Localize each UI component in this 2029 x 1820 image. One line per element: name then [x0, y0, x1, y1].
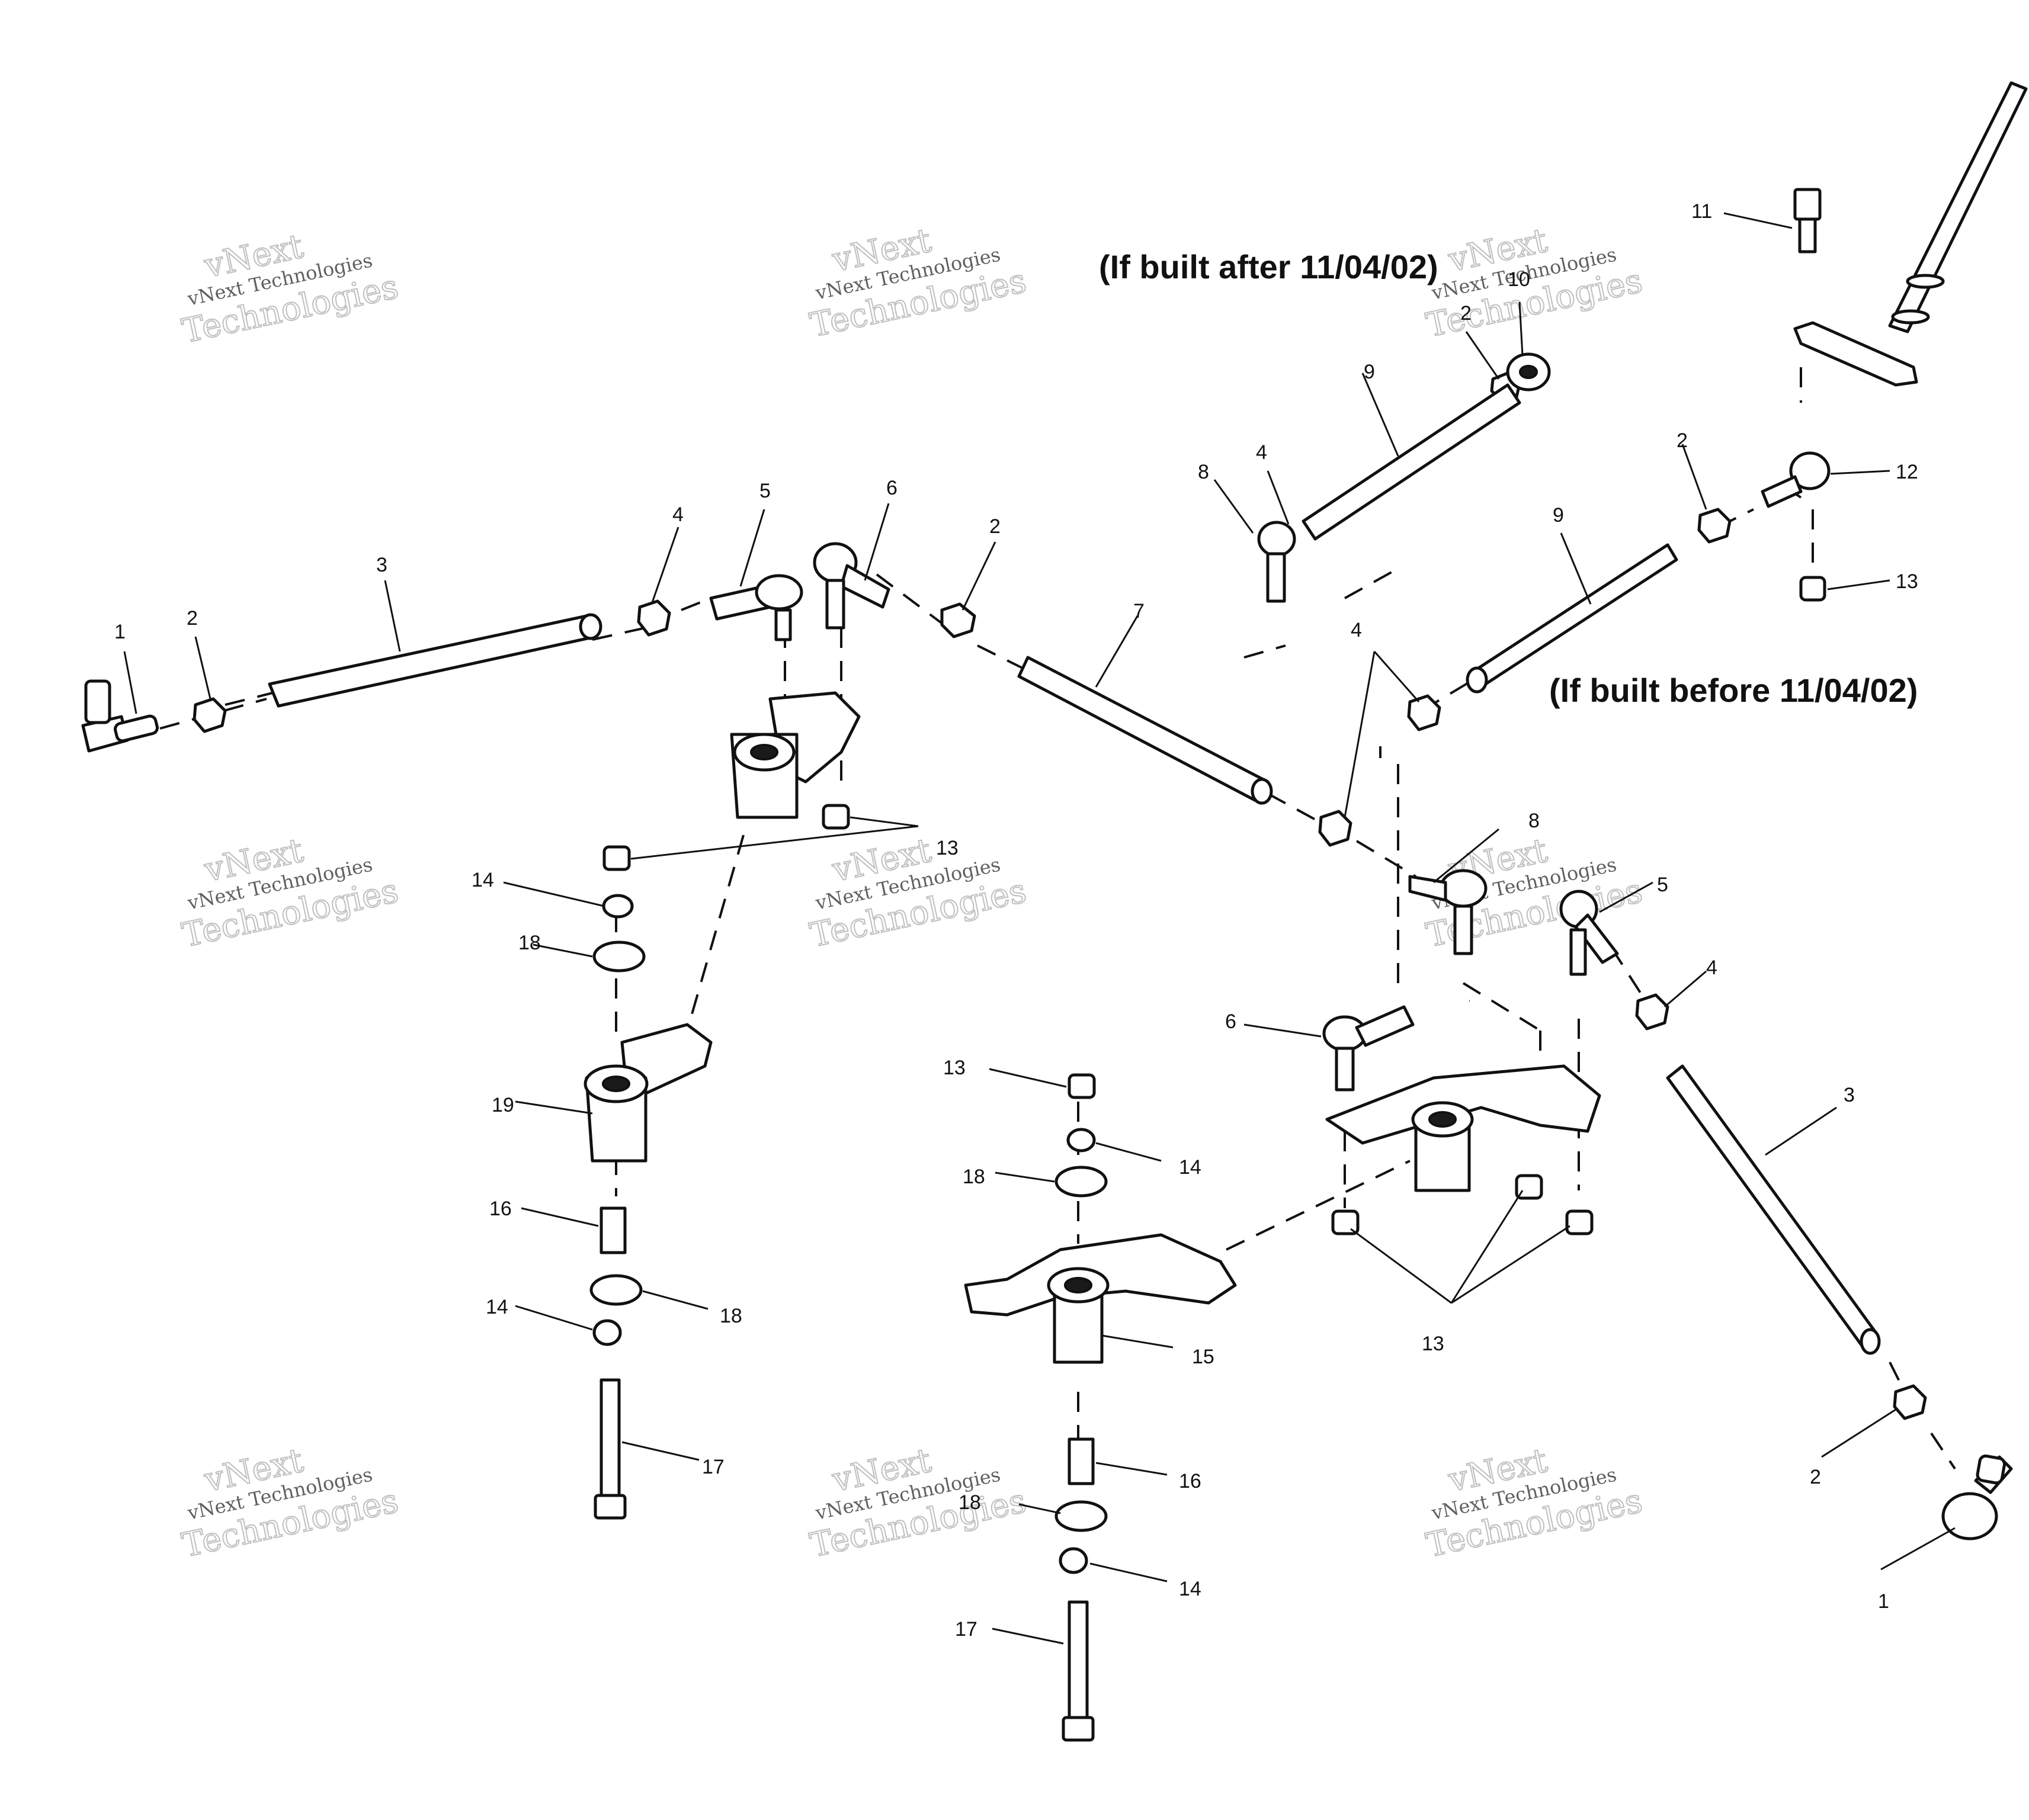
callout-13: 13 [936, 837, 959, 859]
callout-numbers: 1 1 2 2 2 2 2 3 3 4 4 4 4 5 5 6 6 7 8 8 … [114, 200, 1918, 1641]
callout-1-left: 1 [114, 621, 126, 643]
callout-4: 4 [1256, 441, 1267, 464]
callout-14: 14 [472, 869, 494, 891]
callout-4: 4 [1706, 956, 1717, 979]
part-3-tie-rods [268, 613, 1881, 1355]
callout-11: 11 [1691, 200, 1712, 223]
callout-3: 3 [376, 554, 387, 576]
watermark-tr: vNext vNext Technologies Technologies [1422, 221, 1646, 346]
callout-18: 18 [720, 1305, 742, 1327]
callout-2: 2 [1810, 1466, 1821, 1488]
note-built-after: (If built after 11/04/02) [1099, 248, 1438, 285]
callout-14: 14 [486, 1296, 508, 1318]
callout-15: 15 [1192, 1346, 1214, 1368]
callout-2: 2 [1677, 429, 1688, 452]
callout-12: 12 [1896, 461, 1918, 483]
callout-8: 8 [1528, 810, 1540, 832]
watermark-mc: vNext vNext Technologies Technologies [806, 831, 1030, 956]
callout-6: 6 [886, 477, 897, 499]
callout-2: 2 [187, 607, 198, 630]
part-4-nuts [637, 599, 1669, 1031]
callout-14: 14 [1179, 1578, 1201, 1600]
callout-1-right: 1 [1878, 1590, 1889, 1613]
part-1-left-tie-rod-end [81, 679, 159, 753]
part-1-right-tie-rod-end [1941, 1454, 2013, 1540]
part-15-idler-arm [964, 1233, 1237, 1364]
callout-13: 13 [943, 1057, 966, 1079]
callout-13: 13 [1422, 1333, 1444, 1355]
callout-2: 2 [1460, 302, 1472, 325]
part-19-pitman-arm [584, 1023, 713, 1163]
part-12-rod-end [1761, 451, 1831, 508]
callout-16: 16 [489, 1198, 512, 1220]
callout-9: 9 [1364, 361, 1375, 383]
callout-13: 13 [1896, 570, 1918, 593]
callout-8: 8 [1198, 461, 1209, 483]
callout-17: 17 [702, 1456, 725, 1478]
watermark-bl: vNext vNext Technologies Technologies [178, 1441, 402, 1566]
watermark-ml: vNext vNext Technologies Technologies [178, 831, 402, 956]
leader-lines [123, 212, 1956, 1645]
callout-3: 3 [1844, 1084, 1855, 1106]
callout-2: 2 [989, 515, 1001, 538]
callout-5: 5 [759, 480, 771, 502]
part-17-bolts [594, 1378, 1095, 1742]
callout-14: 14 [1179, 1156, 1201, 1179]
callout-9: 9 [1553, 504, 1564, 527]
watermark-bc: vNext vNext Technologies Technologies [806, 1441, 1030, 1566]
part-5-tie-rod-ends [709, 574, 1619, 976]
right-idler-arm [1325, 1064, 1601, 1192]
callout-10: 10 [1508, 268, 1530, 291]
callout-5: 5 [1657, 874, 1668, 896]
steering-post [1793, 81, 2028, 387]
part-7-center-tie-rod [1017, 656, 1273, 805]
upper-idler-arm-left [730, 691, 861, 819]
part-13-lock-nuts [602, 576, 1826, 1235]
callout-18: 18 [963, 1166, 985, 1188]
callout-7: 7 [1133, 600, 1145, 622]
callout-16: 16 [1179, 1470, 1201, 1492]
part-16-sleeves [600, 1206, 1095, 1485]
part-11-bolt [1793, 188, 1822, 253]
part-18-washers [589, 941, 1108, 1532]
callout-18: 18 [518, 932, 541, 954]
part-8-tie-rod-ends [1257, 521, 1488, 955]
callout-6: 6 [1225, 1010, 1236, 1033]
part-14-bushings [592, 894, 1096, 1574]
callout-19: 19 [492, 1094, 514, 1116]
watermark-tc: vNext vNext Technologies Technologies [806, 221, 1030, 346]
part-10-rod-end [1506, 352, 1551, 391]
watermark-tl: vNext vNext Technologies Technologies [178, 227, 402, 352]
callout-4: 4 [672, 503, 684, 526]
watermark-br: vNext vNext Technologies Technologies [1422, 1441, 1646, 1566]
callout-4: 4 [1351, 619, 1362, 641]
part-6-tie-rod-ends [813, 542, 1415, 1092]
note-built-before: (If built before 11/04/02) [1549, 672, 1918, 709]
callout-17: 17 [955, 1618, 977, 1641]
part-9-steering-rods [1302, 383, 1678, 694]
callout-18: 18 [959, 1491, 981, 1514]
